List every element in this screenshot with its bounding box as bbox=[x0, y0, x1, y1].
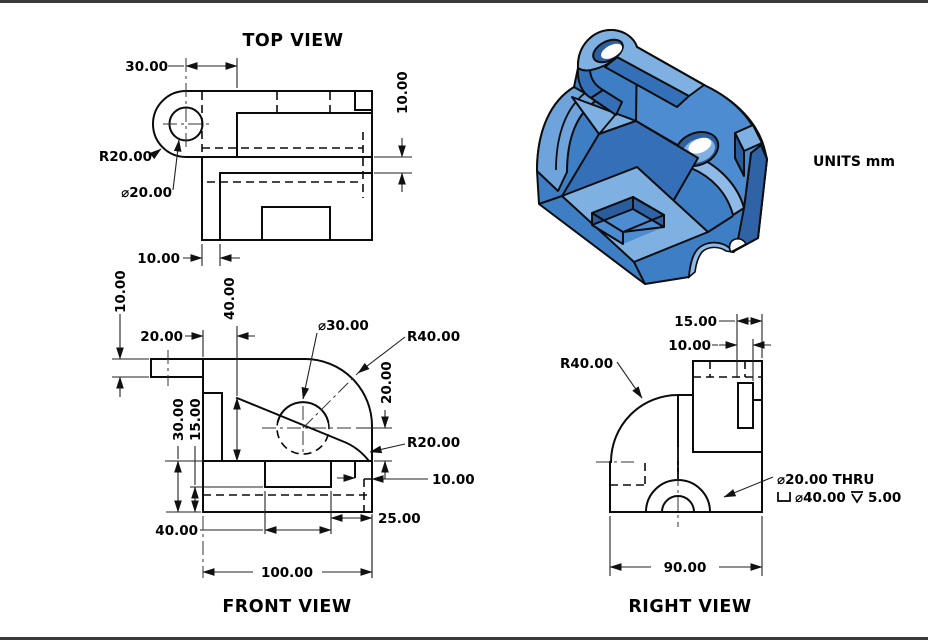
dim-overall-width: 100.00 bbox=[261, 565, 313, 581]
dim-notch-width: 40.00 bbox=[155, 523, 198, 539]
dim-cbore-offset: 10.00 bbox=[432, 472, 475, 488]
units-label: UNITS mm bbox=[813, 154, 895, 170]
callout-cbore-dia: ⌀40.00 bbox=[795, 490, 846, 506]
callout-cbore-depth: 5.00 bbox=[868, 490, 901, 506]
callout-thru: ⌀20.00 THRU bbox=[777, 472, 874, 488]
iso-view bbox=[536, 28, 768, 285]
front-view-title: FRONT VIEW bbox=[222, 597, 351, 617]
depth-icon bbox=[851, 491, 863, 504]
dim-center-to-step: 20.00 bbox=[379, 361, 395, 404]
iso-step-front bbox=[734, 132, 745, 177]
dim-tab-thickness: 10.00 bbox=[113, 270, 129, 313]
dim-overall-depth: 90.00 bbox=[664, 560, 707, 576]
hole-callout: ⌀20.00 THRU ⌀40.00 5.00 bbox=[723, 472, 901, 506]
top-view: TOP VIEW 30.00 10.00 10.00 R20.00 ⌀20.00 bbox=[99, 31, 412, 267]
label-fillet-radius: R20.00 bbox=[407, 435, 460, 451]
label-corner-radius-right: R40.00 bbox=[560, 356, 613, 372]
frame-top-bar bbox=[0, 0, 928, 3]
dim-tab-offset: 15.00 bbox=[674, 314, 717, 330]
counterbore-icon bbox=[777, 492, 791, 502]
dim-tab-width: 10.00 bbox=[668, 338, 711, 354]
dim-tab-length: 20.00 bbox=[140, 329, 183, 345]
dim-step-drop: 40.00 bbox=[222, 277, 238, 320]
iso-lug-neck bbox=[590, 89, 623, 116]
iso-cbore-scallop bbox=[728, 238, 748, 254]
dim-step-right: 10.00 bbox=[395, 71, 411, 114]
iso-fillet-band bbox=[690, 156, 745, 216]
iso-cbore-ring bbox=[688, 241, 735, 279]
iso-base-notch bbox=[591, 196, 665, 245]
label-lug-hole: ⌀20.00 bbox=[121, 185, 172, 201]
top-view-title: TOP VIEW bbox=[242, 31, 343, 51]
front-view: FRONT VIEW 10.00 20.00 40.00 ⌀30.00 bbox=[112, 270, 475, 617]
frame-bottom-bar bbox=[0, 637, 928, 640]
dim-base-height: 15.00 bbox=[188, 398, 204, 441]
dim-step-bottom: 10.00 bbox=[137, 251, 180, 267]
right-view-title: RIGHT VIEW bbox=[628, 597, 751, 617]
label-hole-dia: ⌀30.00 bbox=[318, 318, 369, 334]
label-corner-radius: R40.00 bbox=[407, 329, 460, 345]
label-lug-radius: R20.00 bbox=[99, 149, 152, 165]
right-view: RIGHT VIEW 15.00 10.00 R40.00 90.00 ⌀20.… bbox=[560, 314, 901, 617]
dim-step-height: 30.00 bbox=[171, 398, 187, 441]
dim-notch-to-edge: 25.00 bbox=[378, 511, 421, 527]
iso-lug-hole bbox=[592, 38, 624, 64]
dim-lug-offset: 30.00 bbox=[125, 59, 168, 75]
